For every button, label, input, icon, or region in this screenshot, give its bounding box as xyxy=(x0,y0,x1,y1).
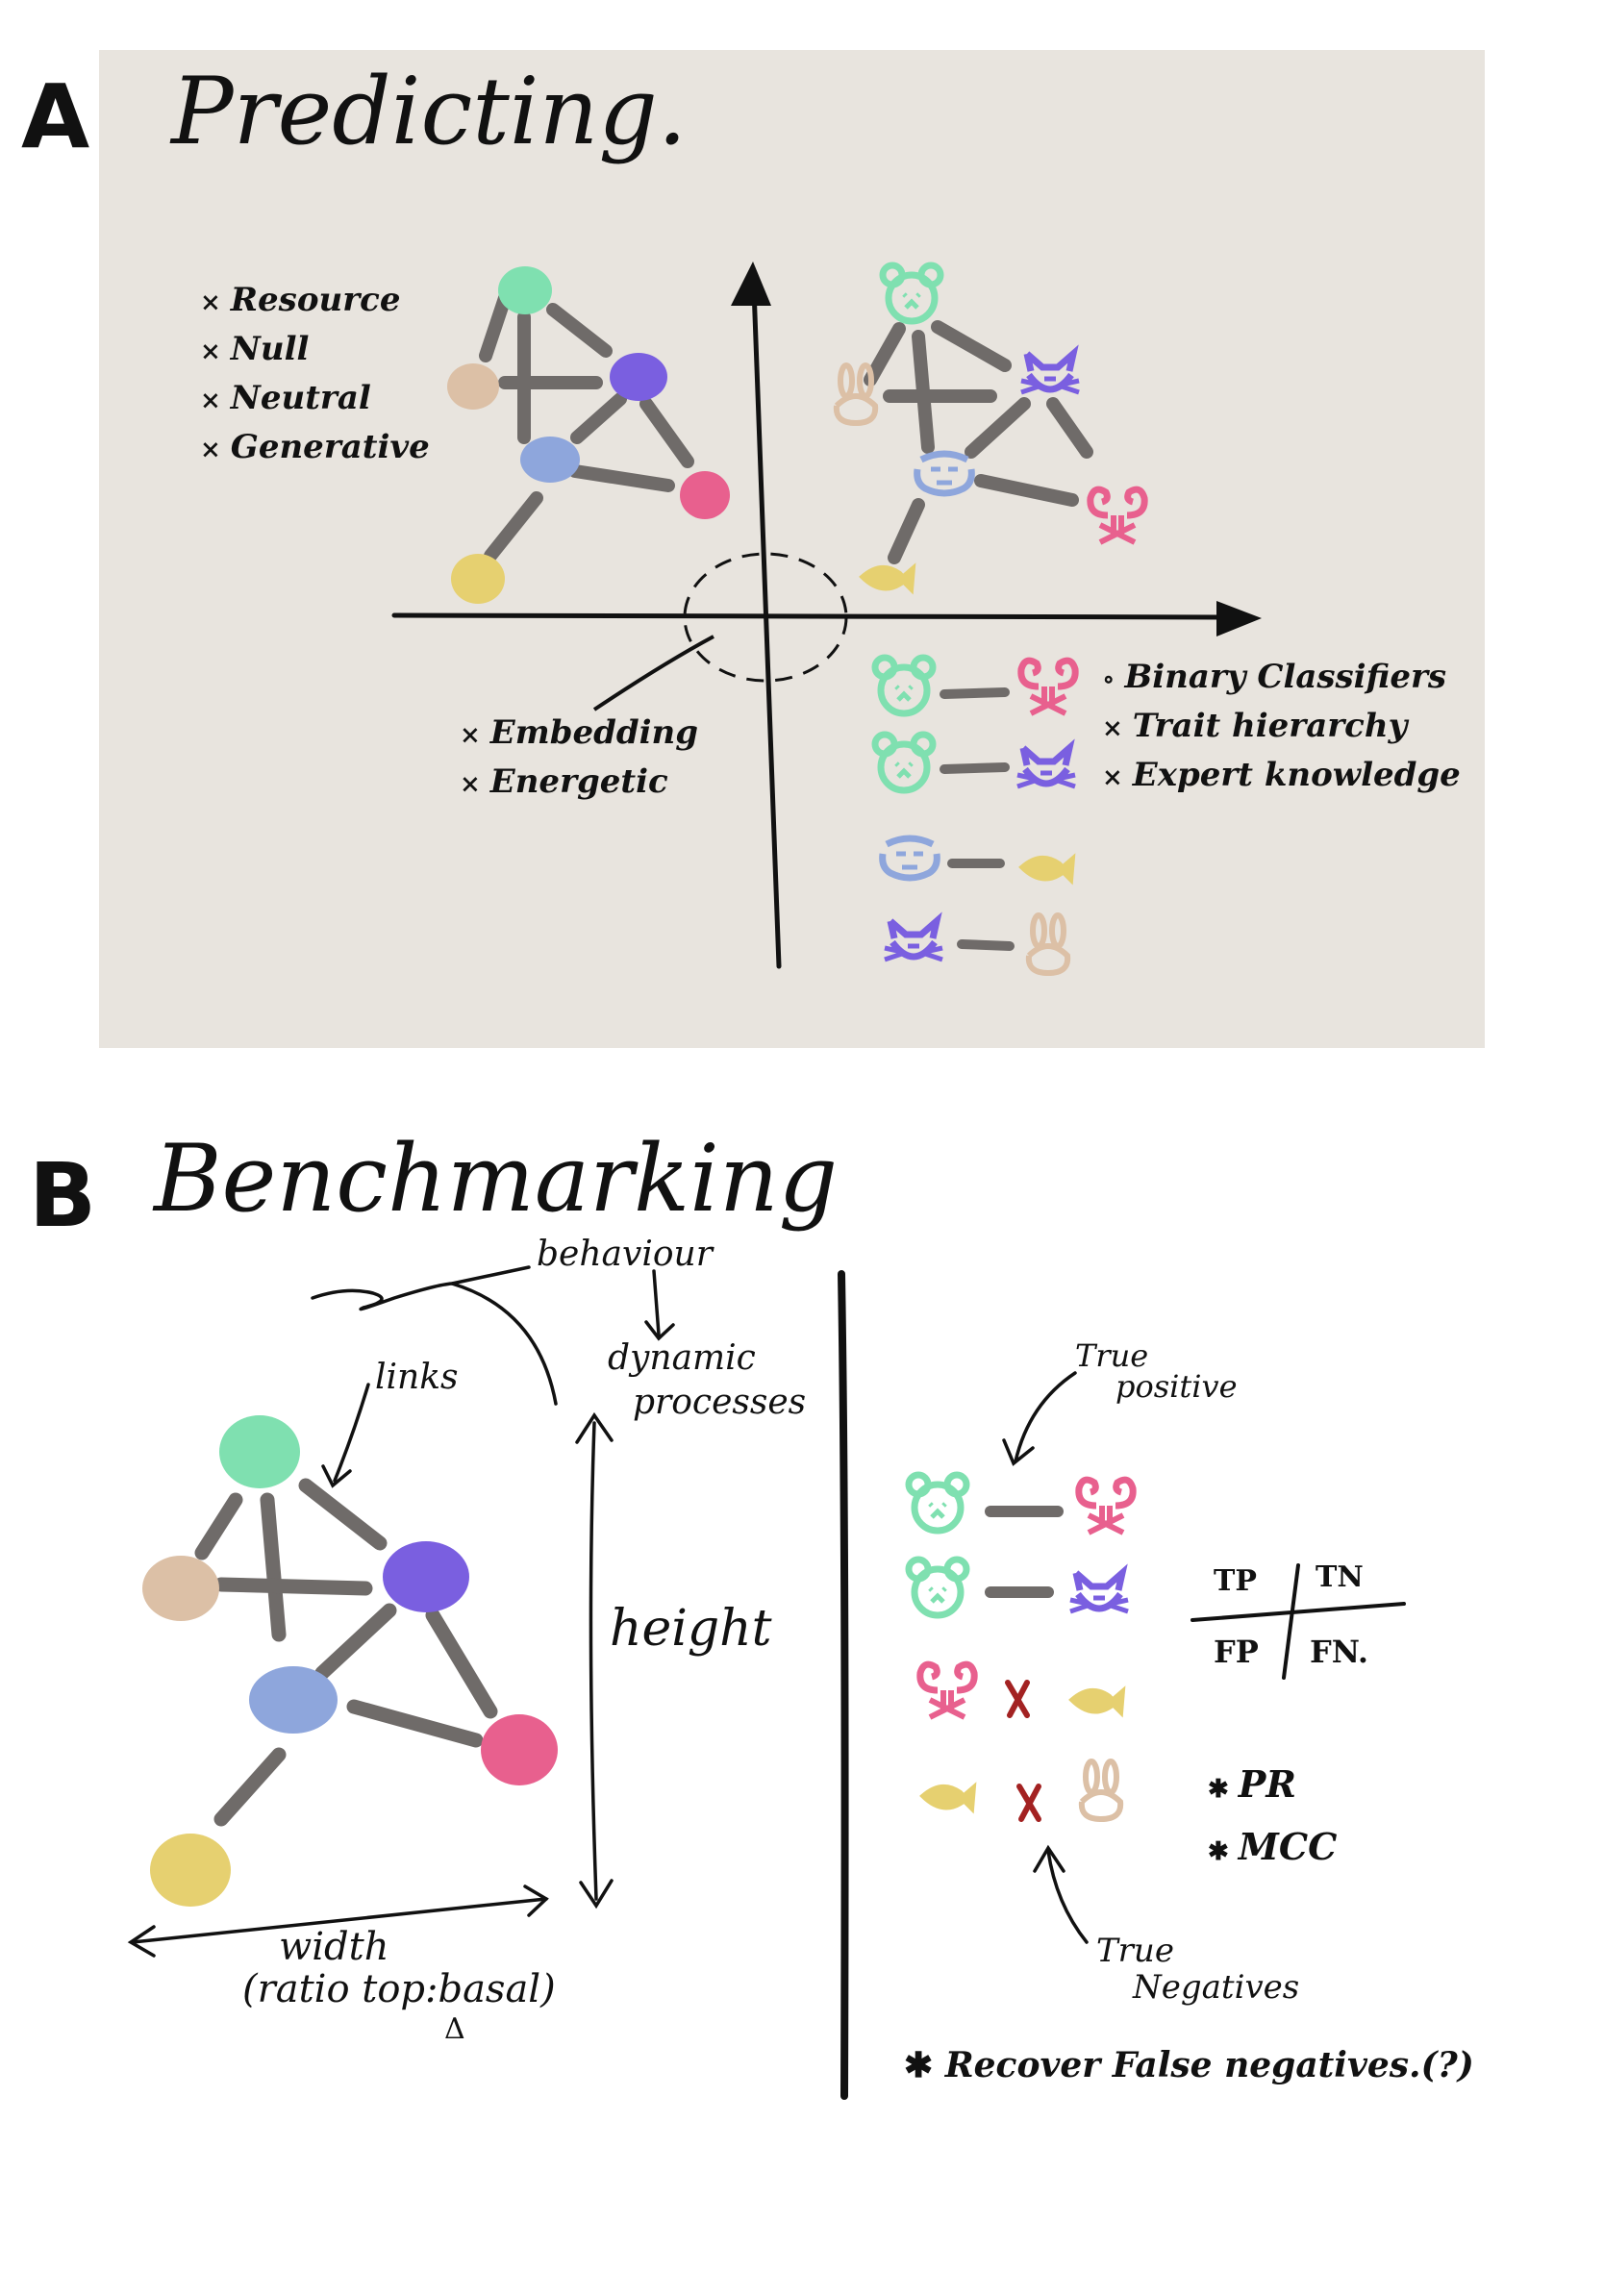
confusion-tp: TP xyxy=(1214,1564,1257,1598)
rabbit-icon xyxy=(837,365,875,423)
confusion-matrix-lines xyxy=(1190,1563,1406,1680)
axes xyxy=(391,286,1234,969)
ram-icon xyxy=(1021,661,1075,713)
cat-icon xyxy=(1070,1573,1128,1611)
node-yellow xyxy=(150,1834,231,1907)
raccoon-icon xyxy=(917,454,972,493)
node-purple xyxy=(383,1541,469,1612)
annotation-strokes xyxy=(127,1265,1089,1958)
y-axis-arrowhead xyxy=(731,262,771,306)
node-yellow xyxy=(451,554,505,604)
embedding-pointer-line xyxy=(592,635,714,711)
food-web-network-a xyxy=(479,291,694,562)
node-tan xyxy=(142,1556,219,1621)
fish-icon xyxy=(860,564,915,592)
metrics-list: ✱PR ✱MCC xyxy=(1208,1756,1337,1881)
label-processes: processes xyxy=(633,1383,807,1422)
recover-note: ✱ Recover False negatives.(?) xyxy=(904,2045,1474,2085)
list-item: ∘Binary Classifiers xyxy=(1102,658,1447,696)
node-purple xyxy=(610,353,667,401)
node-green xyxy=(498,266,552,314)
interaction-type-list: ×Resource ×Null ×Neutral ×Generative xyxy=(200,277,430,473)
panel-b-letter: B xyxy=(29,1144,97,1247)
label-true-positive-2: positive xyxy=(1115,1368,1238,1405)
list-item: ×Trait hierarchy xyxy=(1102,707,1408,745)
panel-a-title: Predicting. xyxy=(171,58,688,165)
node-blue xyxy=(520,437,580,483)
confusion-tn: TN xyxy=(1316,1560,1364,1594)
label-true-negatives-1: True xyxy=(1096,1932,1174,1970)
label-ratio: (ratio top:basal) xyxy=(242,1967,556,2011)
list-item: ×Resource xyxy=(200,281,401,319)
origin-dashed-circle xyxy=(683,552,848,683)
x-axis-arrowhead xyxy=(1216,601,1262,636)
list-item: ×Energetic xyxy=(460,762,668,801)
no-link-cross-icon xyxy=(1005,1680,1041,1822)
label-links: links xyxy=(375,1358,459,1397)
fish-icon xyxy=(920,1784,976,1811)
node-pink xyxy=(481,1714,558,1785)
rabbit-icon xyxy=(1029,915,1067,973)
confusion-fp: FP xyxy=(1214,1634,1259,1670)
list-item: ×Embedding xyxy=(460,713,699,752)
cat-icon xyxy=(885,921,942,960)
list-item: ×Neutral xyxy=(200,379,371,417)
fish-icon xyxy=(1019,855,1075,883)
confusion-fn: FN. xyxy=(1310,1634,1369,1670)
node-green xyxy=(219,1415,300,1488)
list-item: ×Generative xyxy=(200,428,430,466)
list-item: ✱PR xyxy=(1208,1762,1296,1806)
food-web-icons-a xyxy=(864,320,1093,564)
list-item: ×Expert knowledge xyxy=(1102,756,1461,794)
classifier-list: ∘Binary Classifiers ×Trait hierarchy ×Ex… xyxy=(1102,654,1461,801)
embedding-list: ×Embedding ×Energetic xyxy=(460,710,698,808)
bear-icon xyxy=(875,735,933,790)
bear-icon xyxy=(909,1475,966,1531)
label-behaviour: behaviour xyxy=(537,1235,713,1274)
ram-icon xyxy=(1090,489,1144,542)
food-web-network-b xyxy=(194,1478,498,1827)
bear-icon xyxy=(909,1560,966,1615)
pair-links-b xyxy=(985,1506,1064,1598)
list-item: ×Null xyxy=(200,330,310,368)
panel-b-title: Benchmarking xyxy=(154,1125,839,1233)
pair-links-a xyxy=(940,687,1015,951)
label-dynamic: dynamic xyxy=(608,1338,756,1378)
cat-icon xyxy=(1017,748,1075,786)
node-tan xyxy=(447,363,499,410)
label-true-negatives-2: Negatives xyxy=(1133,1968,1300,2007)
ram-icon xyxy=(1079,1480,1133,1533)
cat-icon xyxy=(1021,354,1079,392)
node-pink xyxy=(680,471,730,519)
rabbit-icon xyxy=(1082,1761,1120,1819)
panel-a-letter: A xyxy=(21,65,90,168)
ram-icon xyxy=(920,1664,974,1717)
list-item: ✱MCC xyxy=(1208,1825,1338,1868)
bear-icon xyxy=(883,265,940,321)
label-height: height xyxy=(610,1600,772,1658)
panel-b-divider xyxy=(838,1270,849,2100)
label-true-positive-1: True xyxy=(1075,1337,1149,1374)
label-width: width xyxy=(279,1925,389,1969)
bear-icon xyxy=(875,658,933,713)
panel-a-predicting xyxy=(99,50,1485,1048)
fish-icon xyxy=(1069,1687,1125,1715)
delta-icon: Δ xyxy=(444,2012,465,2046)
raccoon-icon xyxy=(883,838,938,878)
node-blue xyxy=(249,1666,338,1734)
